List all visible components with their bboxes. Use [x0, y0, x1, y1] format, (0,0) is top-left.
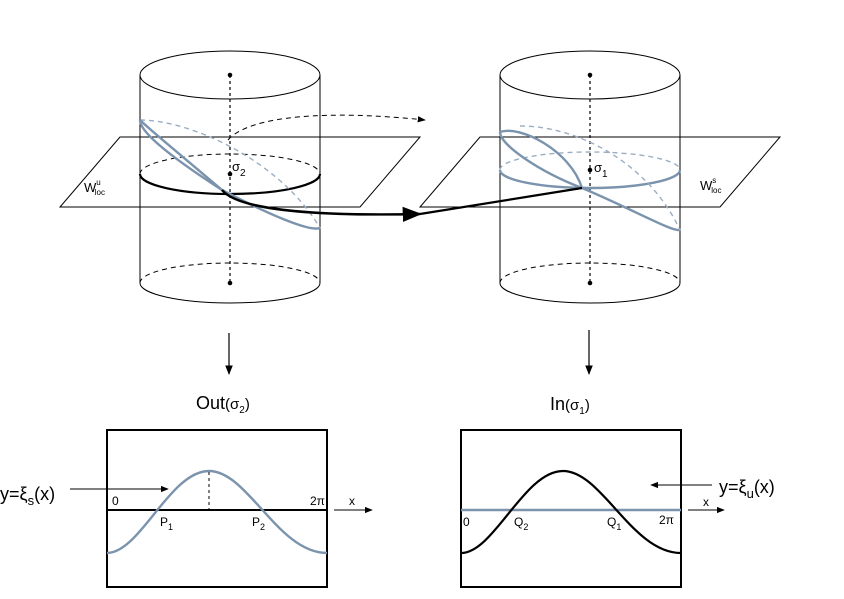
q2-label: Q2: [514, 515, 528, 532]
solid-transit-arrow: [221, 189, 422, 223]
left-blue-ellipse-upper: [139, 119, 223, 191]
right-cylinder-group: [418, 50, 782, 304]
right-axis-top-dot: [587, 72, 593, 78]
right-axis-mid-dot: [587, 167, 593, 173]
left-plot: 0 2π x P1 P2 y=ξs(x): [0, 429, 373, 588]
solid-arrow-tail: [419, 186, 583, 216]
right-plot-two-pi: 2π: [659, 513, 674, 527]
right-plot-x-label: x: [703, 495, 709, 509]
left-plot-zero: 0: [112, 494, 119, 508]
sigma1-label: σ1: [594, 160, 608, 180]
right-plot-zero: 0: [463, 515, 470, 529]
sigma1-back-half: [499, 151, 681, 171]
p2-label: P2: [252, 515, 265, 532]
right-blue-ellipse-back: [519, 125, 681, 231]
left-axis-mid-dot: [227, 171, 233, 177]
left-plot-xi-s-curve: [106, 469, 328, 555]
right-blue-ellipse-upper: [499, 129, 584, 189]
right-plot-frame: [460, 429, 682, 588]
sigma2-label: σ2: [232, 159, 246, 179]
dashed-transit-arrow: [227, 114, 426, 141]
left-plot-x-label: x: [349, 494, 355, 508]
left-axis-top-dot: [227, 72, 233, 78]
left-axis-bottom-dot: [227, 280, 233, 286]
right-cylinder-bottom-front: [499, 282, 681, 304]
xi-u-label: y=ξu(x): [719, 477, 775, 501]
in-sigma1-title: In(σ1): [550, 394, 590, 417]
left-blue-ellipse-back: [139, 119, 321, 229]
p1-label: P1: [160, 515, 173, 532]
q1-label: Q1: [607, 515, 621, 532]
out-sigma2-title: Out(σ2): [196, 393, 250, 416]
sigma1-front-half: [498, 169, 682, 190]
left-plot-two-pi: 2π: [310, 494, 325, 508]
left-plot-frame: [106, 429, 328, 588]
right-plot: 0 2π x Q2 Q1 y=ξu(x): [460, 429, 775, 588]
right-plot-xi-u-curve: [460, 469, 682, 555]
left-cylinder-bottom-front: [139, 282, 321, 304]
right-axis-bottom-dot: [587, 280, 593, 286]
xi-s-label: y=ξs(x): [0, 484, 55, 508]
